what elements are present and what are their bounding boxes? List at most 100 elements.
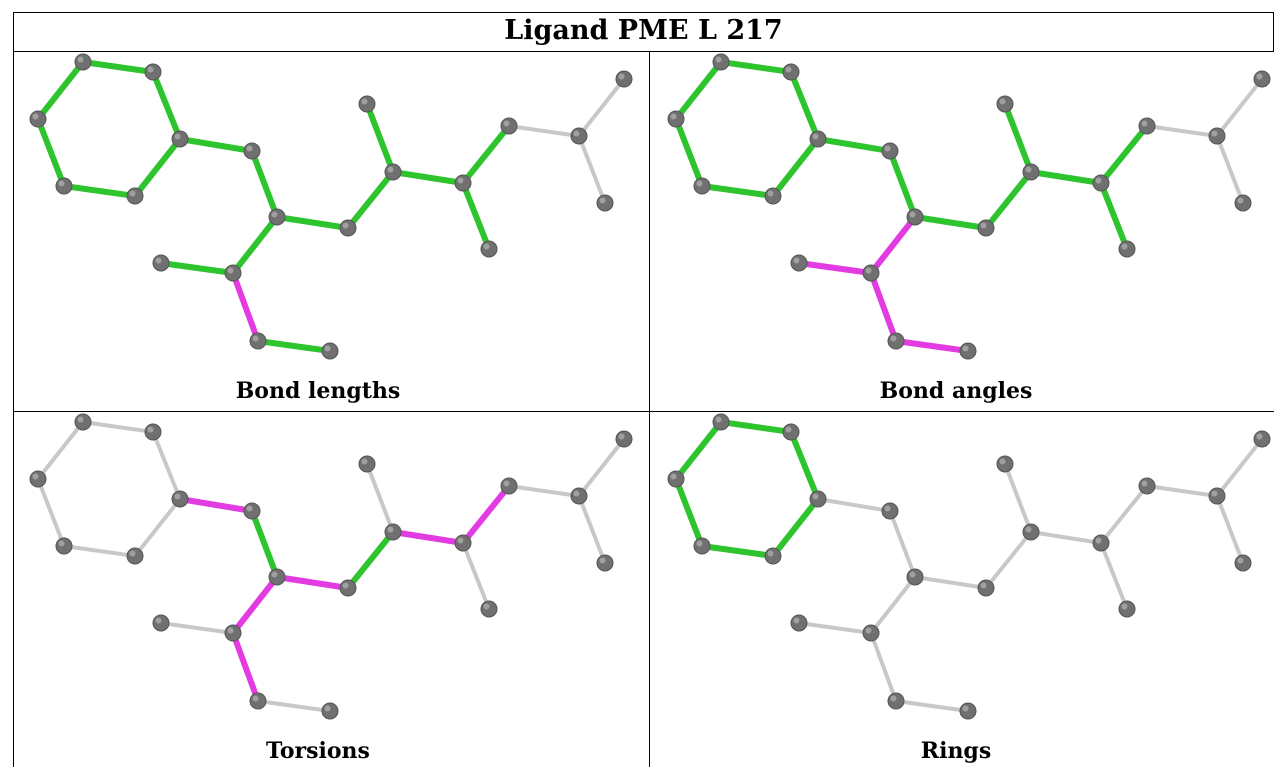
atom — [171, 490, 189, 508]
atom — [224, 624, 242, 642]
bond — [699, 183, 776, 199]
atom — [667, 110, 685, 128]
atom-highlight — [1025, 526, 1032, 533]
bond — [460, 123, 512, 186]
atom-highlight — [129, 190, 136, 197]
atom — [321, 342, 339, 360]
atom-highlight — [246, 505, 253, 512]
atom — [615, 430, 633, 448]
atom-highlight — [361, 98, 368, 105]
atom — [126, 547, 144, 565]
bond — [35, 59, 86, 122]
bond — [796, 260, 874, 276]
atom — [74, 53, 92, 71]
atom-highlight — [174, 493, 181, 500]
atom-highlight — [1095, 177, 1102, 184]
atom — [1118, 600, 1136, 618]
atom-highlight — [58, 540, 65, 547]
atom-highlight — [715, 416, 722, 423]
bond — [460, 180, 492, 252]
atom-highlight — [618, 433, 625, 440]
atom — [1138, 477, 1156, 495]
panel-rings: Rings — [638, 411, 1274, 771]
atom-highlight — [271, 571, 278, 578]
atom-highlight — [812, 133, 819, 140]
bond — [869, 575, 917, 635]
atom — [790, 254, 808, 272]
atom-highlight — [909, 571, 916, 578]
atom — [1253, 430, 1271, 448]
bond — [345, 529, 396, 591]
atom-highlight — [129, 550, 136, 557]
bond — [36, 477, 66, 548]
atom-highlight — [599, 197, 606, 204]
bond — [151, 430, 182, 501]
atom — [1234, 194, 1252, 212]
bond — [894, 699, 970, 713]
bond — [912, 214, 989, 231]
bond — [699, 543, 776, 559]
atom-highlight — [999, 98, 1006, 105]
atom-highlight — [573, 490, 580, 497]
atom — [959, 342, 977, 360]
atom — [881, 142, 899, 160]
atom-highlight — [793, 257, 800, 264]
atom — [764, 187, 782, 205]
atom-highlight — [1121, 243, 1128, 250]
atom — [152, 614, 170, 632]
atom — [1138, 117, 1156, 135]
bond — [1215, 437, 1264, 498]
atom — [55, 537, 73, 555]
bond — [770, 496, 821, 559]
atom-highlight — [767, 190, 774, 197]
atom — [500, 477, 518, 495]
bond — [718, 419, 794, 435]
atom-highlight — [884, 145, 891, 152]
atom — [339, 579, 357, 597]
bond — [577, 437, 626, 498]
atom — [782, 63, 800, 81]
bond — [673, 476, 705, 549]
atom-highlight — [670, 113, 677, 120]
atom — [1022, 523, 1040, 541]
atom — [152, 254, 170, 272]
bond — [158, 260, 236, 276]
atom-highlight — [503, 120, 510, 127]
caption-bond-angles: Bond angles — [879, 378, 1033, 404]
bond — [984, 530, 1033, 590]
atom — [358, 455, 376, 473]
bond — [673, 116, 705, 189]
bond — [460, 483, 512, 546]
atom — [764, 547, 782, 565]
atom — [243, 502, 261, 520]
atom — [996, 455, 1014, 473]
bond — [177, 136, 255, 154]
atom-highlight — [342, 222, 349, 229]
bond — [133, 497, 182, 558]
atom-highlight — [962, 705, 969, 712]
atom — [249, 692, 267, 710]
atom — [454, 534, 472, 552]
figure-title: Ligand PME L 217 — [13, 12, 1274, 51]
bond — [62, 544, 137, 558]
atom — [74, 413, 92, 431]
atom-highlight — [147, 66, 154, 73]
atom-highlight — [793, 617, 800, 624]
atom-highlight — [77, 56, 84, 63]
bond — [461, 541, 491, 611]
bond — [365, 462, 395, 534]
atom — [1092, 534, 1110, 552]
bond — [1098, 180, 1130, 252]
atom — [977, 579, 995, 597]
panel-bond-lengths: Bond lengths — [0, 51, 636, 411]
atom-highlight — [32, 113, 39, 120]
atom-highlight — [715, 56, 722, 63]
atom — [144, 423, 162, 441]
atom — [887, 332, 905, 350]
atom-highlight — [618, 73, 625, 80]
atom — [268, 568, 286, 586]
atom-highlight — [77, 416, 84, 423]
bond — [177, 496, 255, 514]
bond — [230, 630, 261, 704]
atom-highlight — [387, 526, 394, 533]
